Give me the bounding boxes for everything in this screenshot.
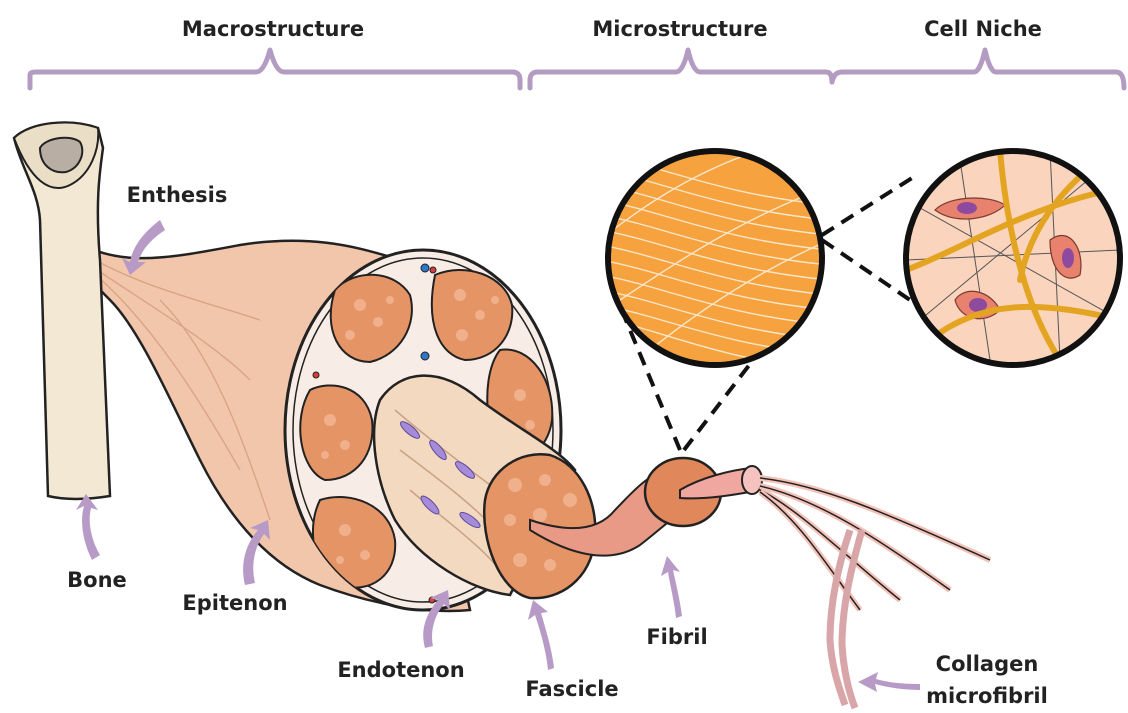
bone-arrow — [76, 494, 100, 560]
fascicle-label: Fascicle — [525, 677, 618, 701]
micro-bracket — [530, 50, 832, 88]
nucleus — [957, 202, 977, 214]
microfibril-label: microfibril — [926, 684, 1048, 708]
fibril-label: Fibril — [646, 625, 707, 649]
bone-marrow-cavity — [40, 138, 82, 173]
macrostructure-heading: Macrostructure — [182, 17, 364, 41]
section-brackets — [30, 50, 1124, 88]
bone — [14, 123, 110, 499]
endotenon-label: Endotenon — [337, 658, 464, 682]
nucleus — [1062, 248, 1074, 268]
collagen-label: Collagen — [936, 652, 1039, 676]
cell-niche-circle — [906, 150, 1120, 365]
fascicle-arrow — [528, 600, 554, 670]
niche-bracket — [832, 50, 1124, 88]
collagen-arrow — [858, 672, 920, 692]
fibril-arrow — [661, 556, 682, 618]
epitenon-label: Epitenon — [182, 591, 287, 615]
enthesis-label: Enthesis — [127, 183, 228, 207]
macro-bracket — [30, 50, 520, 88]
microstructure-heading: Microstructure — [592, 17, 767, 41]
bone-label: Bone — [67, 568, 127, 592]
cell-niche-heading: Cell Niche — [924, 17, 1042, 41]
